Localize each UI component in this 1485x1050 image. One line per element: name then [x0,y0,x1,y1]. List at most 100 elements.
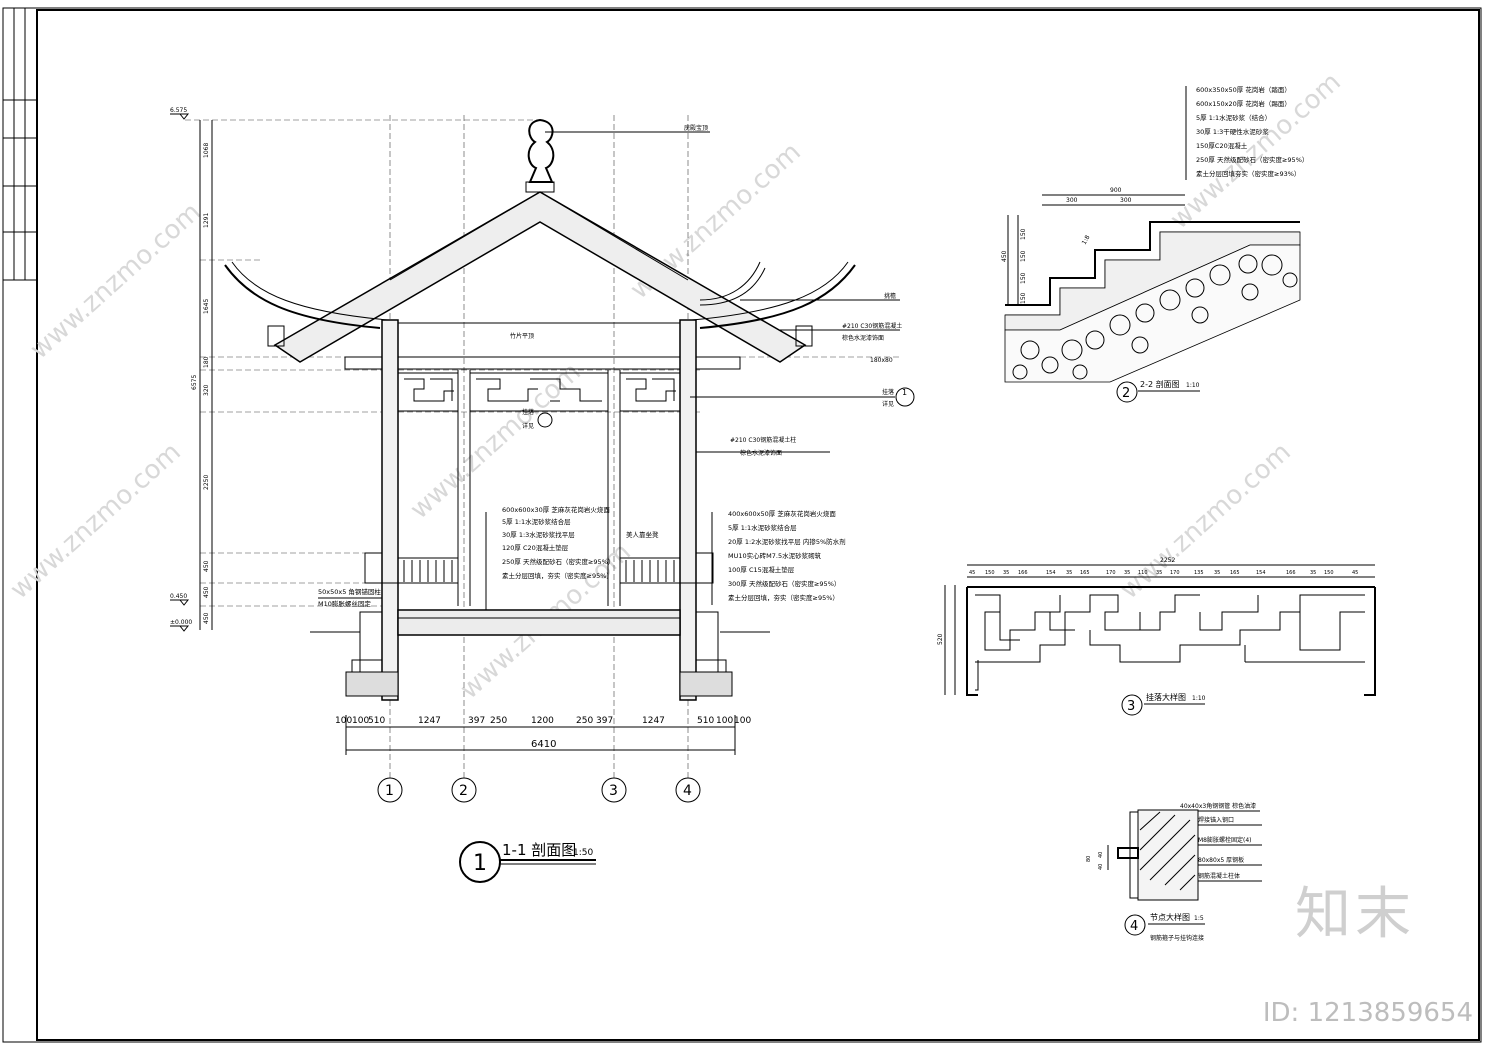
svg-text:35: 35 [1214,570,1220,576]
svg-text:400x600x50厚 芝麻灰花岗岩火烧面: 400x600x50厚 芝麻灰花岗岩火烧面 [728,509,836,518]
svg-text:美人靠坐凳: 美人靠坐凳 [626,530,659,539]
svg-text:2-2 剖面图: 2-2 剖面图 [1140,379,1180,389]
svg-text:2252: 2252 [1160,557,1175,564]
svg-text:6.575: 6.575 [170,107,187,114]
svg-text:1-1 剖面图: 1-1 剖面图 [502,841,576,859]
svg-text:#210 C30钢筋混凝土柱: #210 C30钢筋混凝土柱 [730,436,796,444]
brand-watermark: 知末 [1295,882,1415,947]
floor-layer-notes: 600x600x30厚 芝麻灰花岗岩火烧面 5厚 1:1水泥砂浆结合层 30厚 … [485,505,659,610]
svg-text:1:50: 1:50 [573,848,593,858]
svg-text:300: 300 [1066,197,1078,204]
svg-text:5厚 1:1水泥砂浆（结合）: 5厚 1:1水泥砂浆（结合） [1196,113,1271,122]
elevation-marks: 6.575 0.450 ±0.000 [170,107,192,632]
svg-text:2250: 2250 [203,475,210,490]
axis-bubbles: 1 2 3 4 [377,777,701,803]
svg-text:40: 40 [1098,864,1104,870]
stair-treads [1005,221,1300,306]
svg-text:50x50x5 角钢锚固柱: 50x50x5 角钢锚固柱 [318,587,381,596]
svg-text:挂落: 挂落 [882,388,894,396]
svg-text:150: 150 [1020,272,1027,284]
svg-text:510: 510 [368,716,385,726]
axis-label-3: 3 [609,783,618,799]
svg-text:#210 C30钢筋混凝土: #210 C30钢筋混凝土 [842,322,902,330]
brand-id-watermark: ID: 1213859654 [1262,998,1473,1028]
svg-text:80: 80 [1086,856,1092,862]
svg-text:1247: 1247 [642,716,665,726]
svg-text:150: 150 [1020,250,1027,262]
svg-text:45: 45 [1352,570,1358,576]
lattice-dims: 45 150 35 166 154 35 165 170 35 110 35 1… [969,570,1358,576]
svg-text:165: 165 [1230,570,1240,576]
svg-text:5厚 1:1水泥砂浆结合层: 5厚 1:1水泥砂浆结合层 [728,523,797,532]
svg-text:35: 35 [1124,570,1130,576]
footing-left [345,611,399,697]
svg-text:1068: 1068 [203,143,210,158]
svg-text:110: 110 [1138,570,1148,576]
roof-finial [527,118,555,183]
axis-label-4: 4 [683,783,692,799]
svg-text:棕色水泥漆饰面: 棕色水泥漆饰面 [842,334,884,342]
eave-curve-left [224,264,381,329]
svg-text:300厚 天然级配砂石（密实度≥95%）: 300厚 天然级配砂石（密实度≥95%） [728,579,840,588]
svg-text:250: 250 [490,716,507,726]
eave-curve-right [699,264,856,329]
stair-layer-notes: 600x350x50厚 花岗岩（踏面） 600x150x20厚 花岗岩（踢面） … [1185,85,1308,180]
svg-text:397: 397 [468,716,485,726]
svg-text:520: 520 [937,633,944,645]
svg-text:154: 154 [1256,570,1266,576]
svg-text:1:10: 1:10 [1186,382,1200,389]
outer-frame [2,7,1482,1043]
svg-text:6410: 6410 [531,739,556,750]
svg-text:80x80x5 厚钢板: 80x80x5 厚钢板 [1198,856,1244,864]
svg-text:40x40x3角钢钢管 棕色油漆: 40x40x3角钢钢管 棕色油漆 [1180,802,1256,810]
section-1-title: 1 1-1 剖面图 1:50 [459,841,596,883]
svg-text:0.450: 0.450 [170,593,187,600]
svg-text:素土分层回填夯实（密实度≥93%）: 素土分层回填夯实（密实度≥93%） [1196,169,1300,178]
svg-text:150: 150 [985,570,995,576]
svg-text:素土分层回填，夯实（密实度≥95%）: 素土分层回填，夯实（密实度≥95%） [502,571,613,580]
svg-text:450: 450 [203,586,210,598]
svg-text:150: 150 [1324,570,1334,576]
svg-text:150: 150 [1020,292,1027,304]
watermark: www.znzmo.com [405,357,587,525]
svg-text:180x80: 180x80 [870,357,893,364]
svg-text:节点大样图: 节点大样图 [1150,912,1190,922]
svg-text:庑殿宝顶: 庑殿宝顶 [684,124,708,132]
svg-text:165: 165 [1080,570,1090,576]
watermark: www.znzmo.com [25,197,207,365]
svg-text:素土分层回填，夯实（密实度≥95%）: 素土分层回填，夯实（密实度≥95%） [728,593,839,602]
section-4-node: 40x40x3角钢钢管 棕色油漆 焊接锚入钢口 M8膨胀螺栓固定(4) 80x8… [1086,802,1262,942]
section-1-pavilion: 1068 1291 1645 180 320 2250 450 450 450 … [170,107,915,883]
roof-slab [273,191,807,363]
section-2-stairs: 600x350x50厚 花岗岩（踏面） 600x150x20厚 花岗岩（踢面） … [1001,85,1308,403]
svg-text:M8膨胀螺栓固定(4): M8膨胀螺栓固定(4) [1198,836,1252,844]
svg-text:100: 100 [352,716,369,726]
svg-text:详见: 详见 [522,422,534,430]
rail-note: 50x50x5 角钢锚固柱 M10膨胀螺丝固定 [318,587,382,608]
svg-text:30厚 1:3干硬性水泥砂浆: 30厚 1:3干硬性水泥砂浆 [1196,127,1269,136]
svg-text:4: 4 [1130,919,1138,934]
seat-balustrade [364,552,714,584]
svg-text:250厚 天然级配砂石（密实度≥95%）: 250厚 天然级配砂石（密实度≥95%） [502,557,614,566]
lattice-pattern [975,594,1365,691]
svg-text:焊接锚入钢口: 焊接锚入钢口 [1198,816,1234,824]
svg-text:150: 150 [1020,228,1027,240]
svg-text:详见: 详见 [882,400,894,408]
svg-text:钢筋混凝土柱体: 钢筋混凝土柱体 [1198,872,1240,880]
svg-text:180: 180 [203,356,210,368]
svg-text:1: 1 [473,851,487,876]
svg-text:170: 170 [1170,570,1180,576]
svg-text:1200: 1200 [531,716,554,726]
axis-label-2: 2 [459,783,468,799]
svg-text:600x350x50厚 花岗岩（踏面）: 600x350x50厚 花岗岩（踏面） [1196,85,1291,94]
svg-text:397: 397 [596,716,613,726]
svg-text:1247: 1247 [418,716,441,726]
watermark: www.znzmo.com [1115,437,1297,605]
title-strip [3,8,37,281]
svg-text:900: 900 [1110,187,1122,194]
hanging-lattice [397,372,681,412]
svg-text:棕色水泥漆饰面: 棕色水泥漆饰面 [740,449,782,457]
svg-text:100: 100 [716,716,733,726]
svg-text:320: 320 [203,384,210,396]
